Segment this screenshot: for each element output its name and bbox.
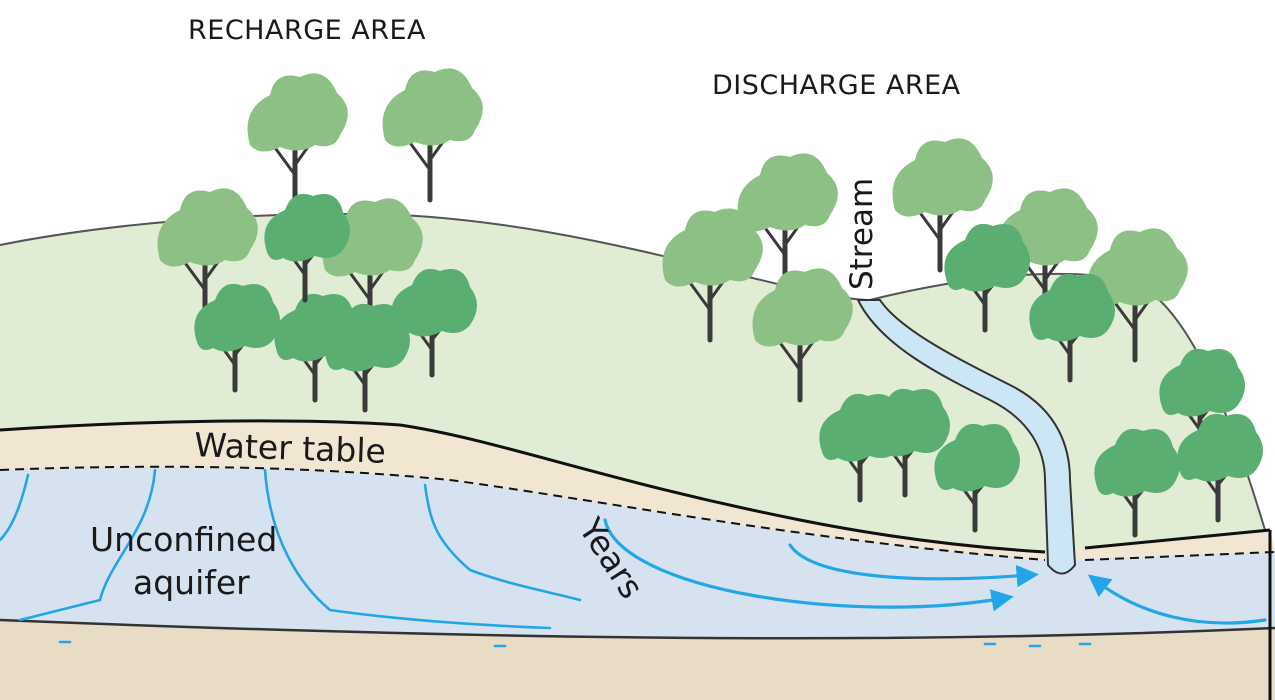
aquifer-layer: [0, 466, 1275, 639]
flow-line: [0, 473, 30, 542]
flow-arrow: [603, 518, 1014, 612]
flow-lines: [0, 468, 1267, 648]
bedrock-boundary: [0, 618, 1275, 640]
water-table-label: Water table: [194, 425, 387, 471]
water-table-line: [0, 465, 1275, 561]
stream-channel: [856, 299, 1077, 575]
flow-dash: [58, 640, 1092, 648]
flow-line: [263, 468, 552, 630]
flow-line: [423, 483, 582, 602]
discharge-area-label: DISCHARGE AREA: [712, 70, 961, 101]
aquifer-label-line2: aquifer: [133, 563, 250, 602]
tree-icon: [383, 68, 483, 200]
flow-arrow: [788, 543, 1039, 588]
flow-line: [18, 468, 157, 622]
recharge-area-label: RECHARGE AREA: [188, 15, 426, 46]
aquifer-label-line1: Unconfined: [90, 520, 277, 559]
unsaturated-zone: [0, 420, 1275, 560]
stream-water: [856, 299, 1077, 575]
stream-label: Stream: [844, 178, 880, 290]
tree-icon: [248, 73, 348, 205]
flow-arrow: [1087, 574, 1267, 625]
ground-top-boundary: [0, 419, 1271, 554]
